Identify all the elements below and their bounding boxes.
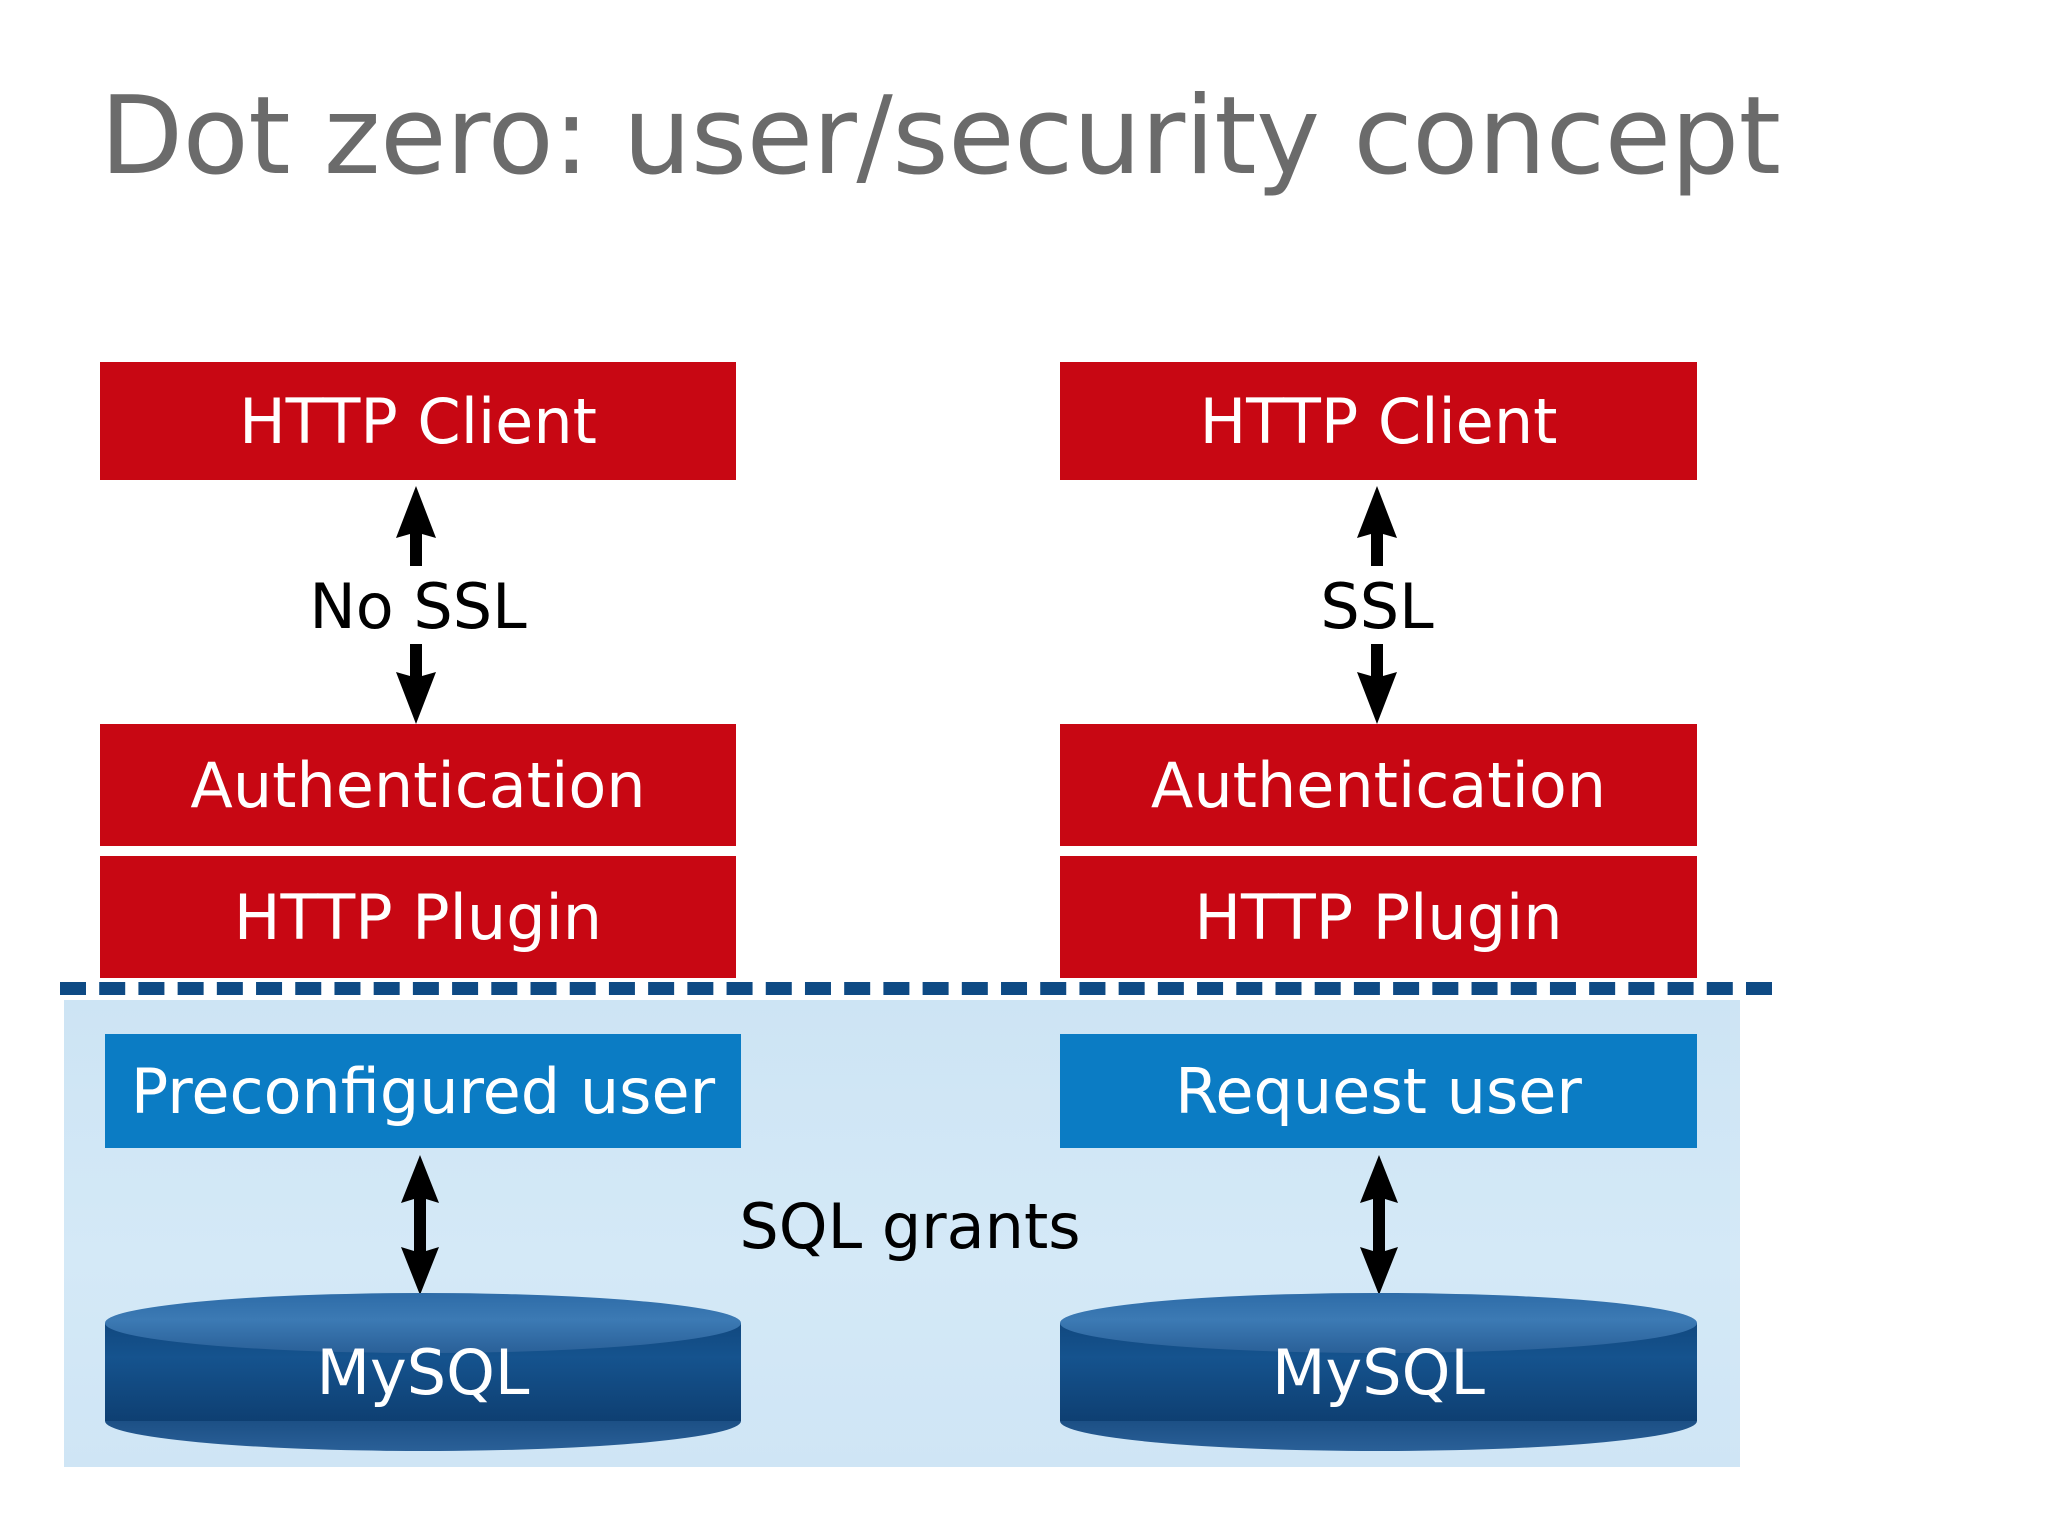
right-cylinder-top	[1060, 1293, 1697, 1353]
right-authentication-box[interactable]: Authentication	[1060, 724, 1697, 846]
left-http-plugin-box[interactable]: HTTP Plugin	[100, 856, 736, 978]
left-authentication-label: Authentication	[190, 748, 646, 822]
left-mysql-label: MySQL	[316, 1335, 530, 1409]
left-cylinder-top	[105, 1293, 741, 1353]
left-transport-label: No SSL	[309, 570, 527, 643]
right-arrow-up-icon	[1357, 486, 1397, 566]
right-http-client-box[interactable]: HTTP Client	[1060, 362, 1697, 480]
right-http-plugin-label: HTTP Plugin	[1194, 880, 1563, 954]
left-http-plugin-label: HTTP Plugin	[233, 880, 603, 954]
right-http-client-label: HTTP Client	[1199, 384, 1558, 458]
right-transport-label: SSL	[1320, 570, 1434, 643]
right-mysql-database-cylinder[interactable]: MySQL	[1060, 1293, 1697, 1451]
left-mysql-database-cylinder[interactable]: MySQL	[105, 1293, 741, 1451]
left-arrow-down-icon	[396, 644, 436, 724]
right-mysql-label: MySQL	[1272, 1335, 1485, 1409]
right-request-user-label: Request user	[1175, 1054, 1582, 1128]
page-title: Dot zero: user/security concept	[100, 74, 1781, 199]
right-authentication-label: Authentication	[1150, 748, 1607, 822]
left-authentication-box[interactable]: Authentication	[100, 724, 736, 846]
trust-boundary-dashed-line	[60, 982, 1772, 995]
right-request-user-box[interactable]: Request user	[1060, 1034, 1697, 1148]
sql-grants-label: SQL grants	[739, 1190, 1081, 1263]
right-sql-grants-arrow-icon	[1360, 1155, 1398, 1295]
left-sql-grants-arrow-icon	[401, 1155, 439, 1295]
right-http-plugin-box[interactable]: HTTP Plugin	[1060, 856, 1697, 978]
left-arrow-up-icon	[396, 486, 436, 566]
left-http-client-label: HTTP Client	[239, 384, 597, 458]
left-http-client-box[interactable]: HTTP Client	[100, 362, 736, 480]
right-arrow-down-icon	[1357, 644, 1397, 724]
left-preconfigured-user-label: Preconfigured user	[130, 1054, 716, 1128]
left-preconfigured-user-box[interactable]: Preconfigured user	[105, 1034, 741, 1148]
